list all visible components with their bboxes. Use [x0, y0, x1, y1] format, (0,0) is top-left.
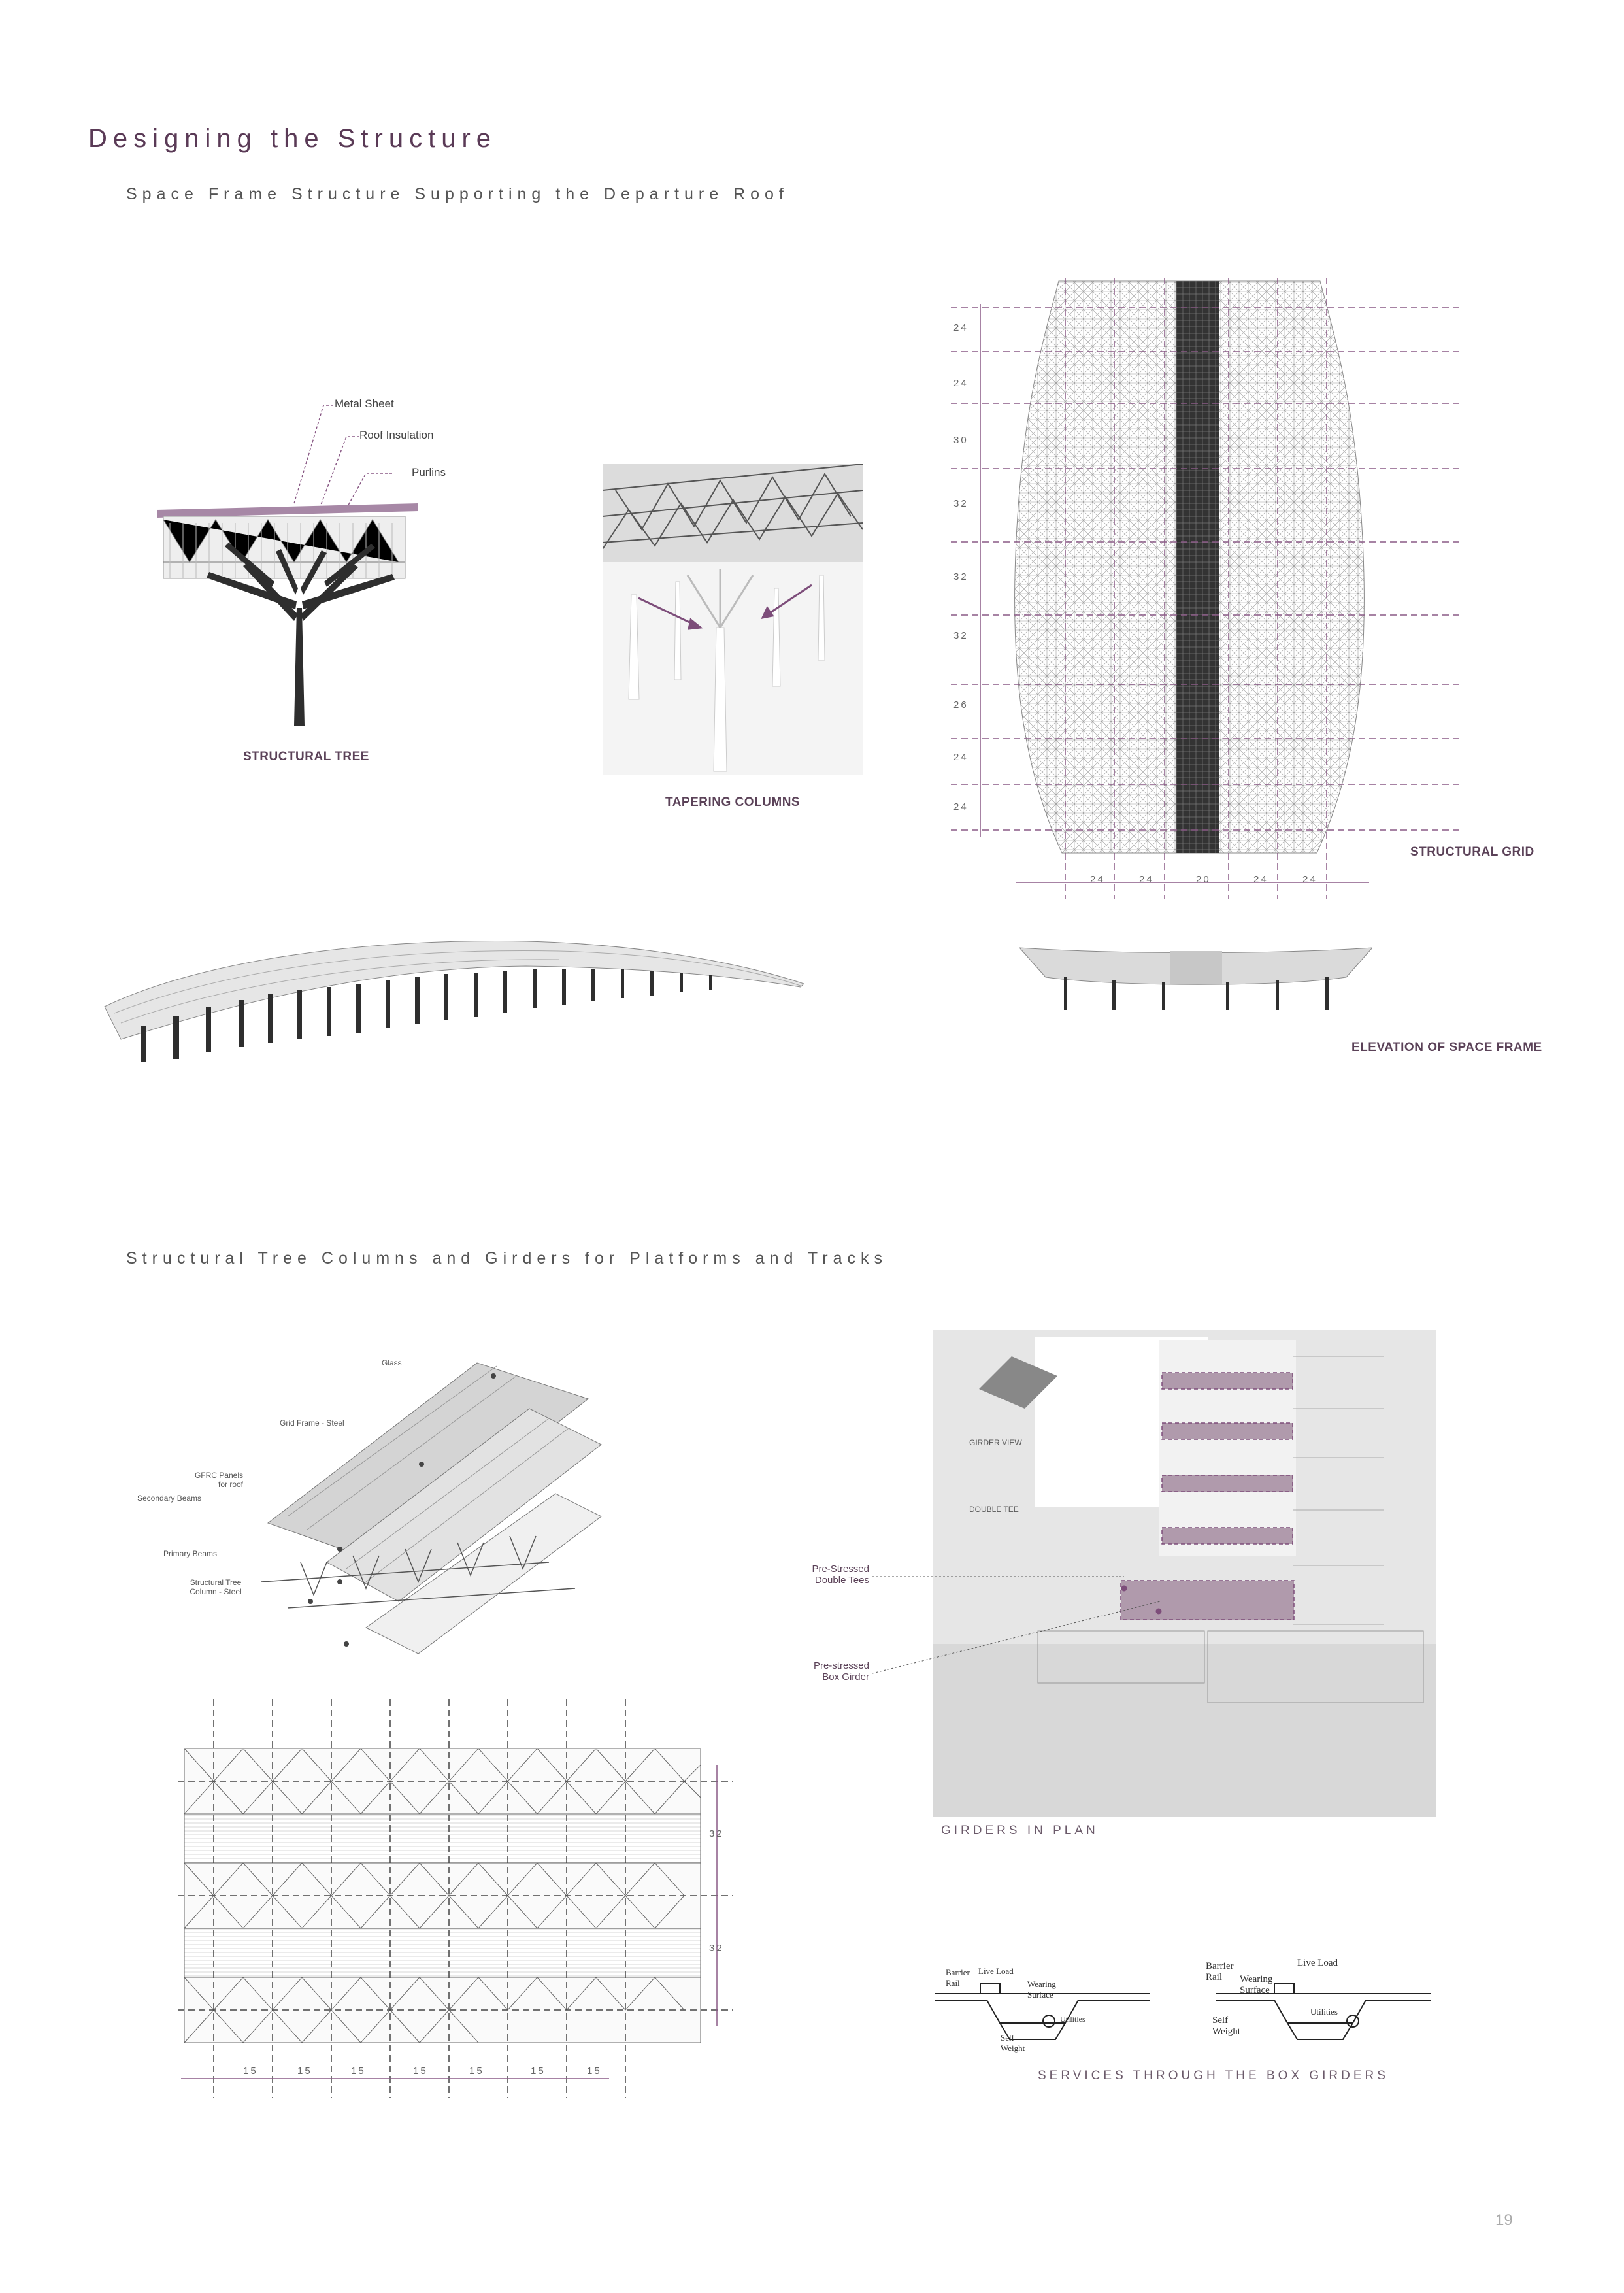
- platform-plan-grid: [178, 1699, 733, 2105]
- plan-col-dim: 15: [469, 2066, 484, 2077]
- axon-label-glass: Glass: [382, 1358, 402, 1367]
- plan-col-dim: 15: [243, 2066, 258, 2077]
- departure-roof-perspective: [101, 935, 807, 1065]
- label-metal-sheet: Metal Sheet: [335, 397, 394, 410]
- tapering-columns-render: [602, 463, 863, 775]
- axon-label-grid-frame: Grid Frame - Steel: [280, 1418, 344, 1428]
- svc-right-wearing: Wearing Surface: [1240, 1974, 1273, 1996]
- grid-col-dim: 24: [1302, 874, 1317, 885]
- girder-leader-lines: [872, 1576, 1161, 1674]
- girders-plan-caption: GIRDERS IN PLAN: [941, 1824, 1099, 1837]
- girders-plan-drawing: [933, 1330, 1456, 1817]
- page-title: Designing the Structure: [88, 124, 497, 153]
- plan-row-dim: 32: [709, 1828, 724, 1839]
- plan-col-dim: 15: [587, 2066, 602, 2077]
- page-number: 19: [1495, 2211, 1513, 2229]
- svc-left-self-weight: Self Weight: [1001, 2033, 1025, 2053]
- grid-col-dim: 24: [1090, 874, 1105, 885]
- svc-left-barrier: Barrier Rail: [946, 1967, 970, 1988]
- structural-grid-plan: [951, 278, 1461, 899]
- grid-row-dim: 24: [953, 801, 969, 812]
- plan-col-dim: 15: [297, 2066, 312, 2077]
- axon-label-tree-column: Structural Tree Column - Steel: [190, 1578, 242, 1596]
- structural-tree-caption: STRUCTURAL TREE: [243, 750, 369, 763]
- grid-row-dim: 30: [953, 435, 969, 446]
- svc-right-self-weight: Self Weight: [1212, 2015, 1240, 2037]
- grid-col-dim: 24: [1139, 874, 1154, 885]
- label-purlins: Purlins: [412, 466, 446, 478]
- svc-right-live-load: Live Load: [1297, 1958, 1338, 1968]
- axon-label-primary-beams: Primary Beams: [163, 1549, 218, 1558]
- label-double-tees: Pre-Stressed Double Tees: [812, 1564, 869, 1586]
- axonometric-exploded-roof: [248, 1347, 608, 1699]
- plan-col-dim: 15: [413, 2066, 428, 2077]
- svc-right-utilities: Utilities: [1310, 2007, 1338, 2017]
- axon-label-gfrc: GFRC Panels for roof: [194, 1471, 243, 1489]
- box-girder-sections: [935, 1967, 1431, 2056]
- svc-left-live-load: Live Load: [978, 1966, 1014, 1976]
- label-roof-insulation: Roof Insulation: [359, 429, 434, 441]
- plan-col-dim: 15: [531, 2066, 546, 2077]
- services-caption: SERVICES THROUGH THE BOX GIRDERS: [1038, 2069, 1389, 2083]
- plan-row-dim: 32: [709, 1943, 724, 1954]
- axon-label-secondary-beams: Secondary Beams: [137, 1494, 202, 1503]
- svc-left-wearing: Wearing Surface: [1027, 1979, 1056, 2000]
- section1-subtitle: Space Frame Structure Supporting the Dep…: [126, 185, 789, 203]
- tapering-columns-caption: TAPERING COLUMNS: [665, 795, 801, 809]
- grid-row-dim: 32: [953, 571, 969, 582]
- grid-row-dim: 32: [953, 630, 969, 641]
- grid-row-dim: 32: [953, 498, 969, 509]
- structural-tree-drawing: [150, 392, 431, 745]
- inset-label-double-tee: DOUBLE TEE: [969, 1505, 1019, 1514]
- grid-col-dim: 20: [1196, 874, 1211, 885]
- svc-left-utilities: Utilities: [1060, 2015, 1085, 2024]
- grid-row-dim: 26: [953, 699, 969, 711]
- plan-col-dim: 15: [351, 2066, 366, 2077]
- svc-right-barrier: Barrier Rail: [1206, 1961, 1234, 1983]
- grid-row-dim: 24: [953, 752, 969, 763]
- grid-col-dim: 24: [1253, 874, 1268, 885]
- structural-grid-caption: STRUCTURAL GRID: [1410, 845, 1534, 859]
- section2-subtitle: Structural Tree Columns and Girders for …: [126, 1249, 887, 1267]
- elevation-caption: ELEVATION OF SPACE FRAME: [1351, 1041, 1542, 1054]
- label-box-girder: Pre-stressed Box Girder: [813, 1660, 869, 1682]
- grid-row-dim: 24: [953, 378, 969, 389]
- grid-row-dim: 24: [953, 322, 969, 333]
- inset-label-girder: GIRDER VIEW: [969, 1438, 1022, 1447]
- space-frame-elevation: [1018, 938, 1374, 1016]
